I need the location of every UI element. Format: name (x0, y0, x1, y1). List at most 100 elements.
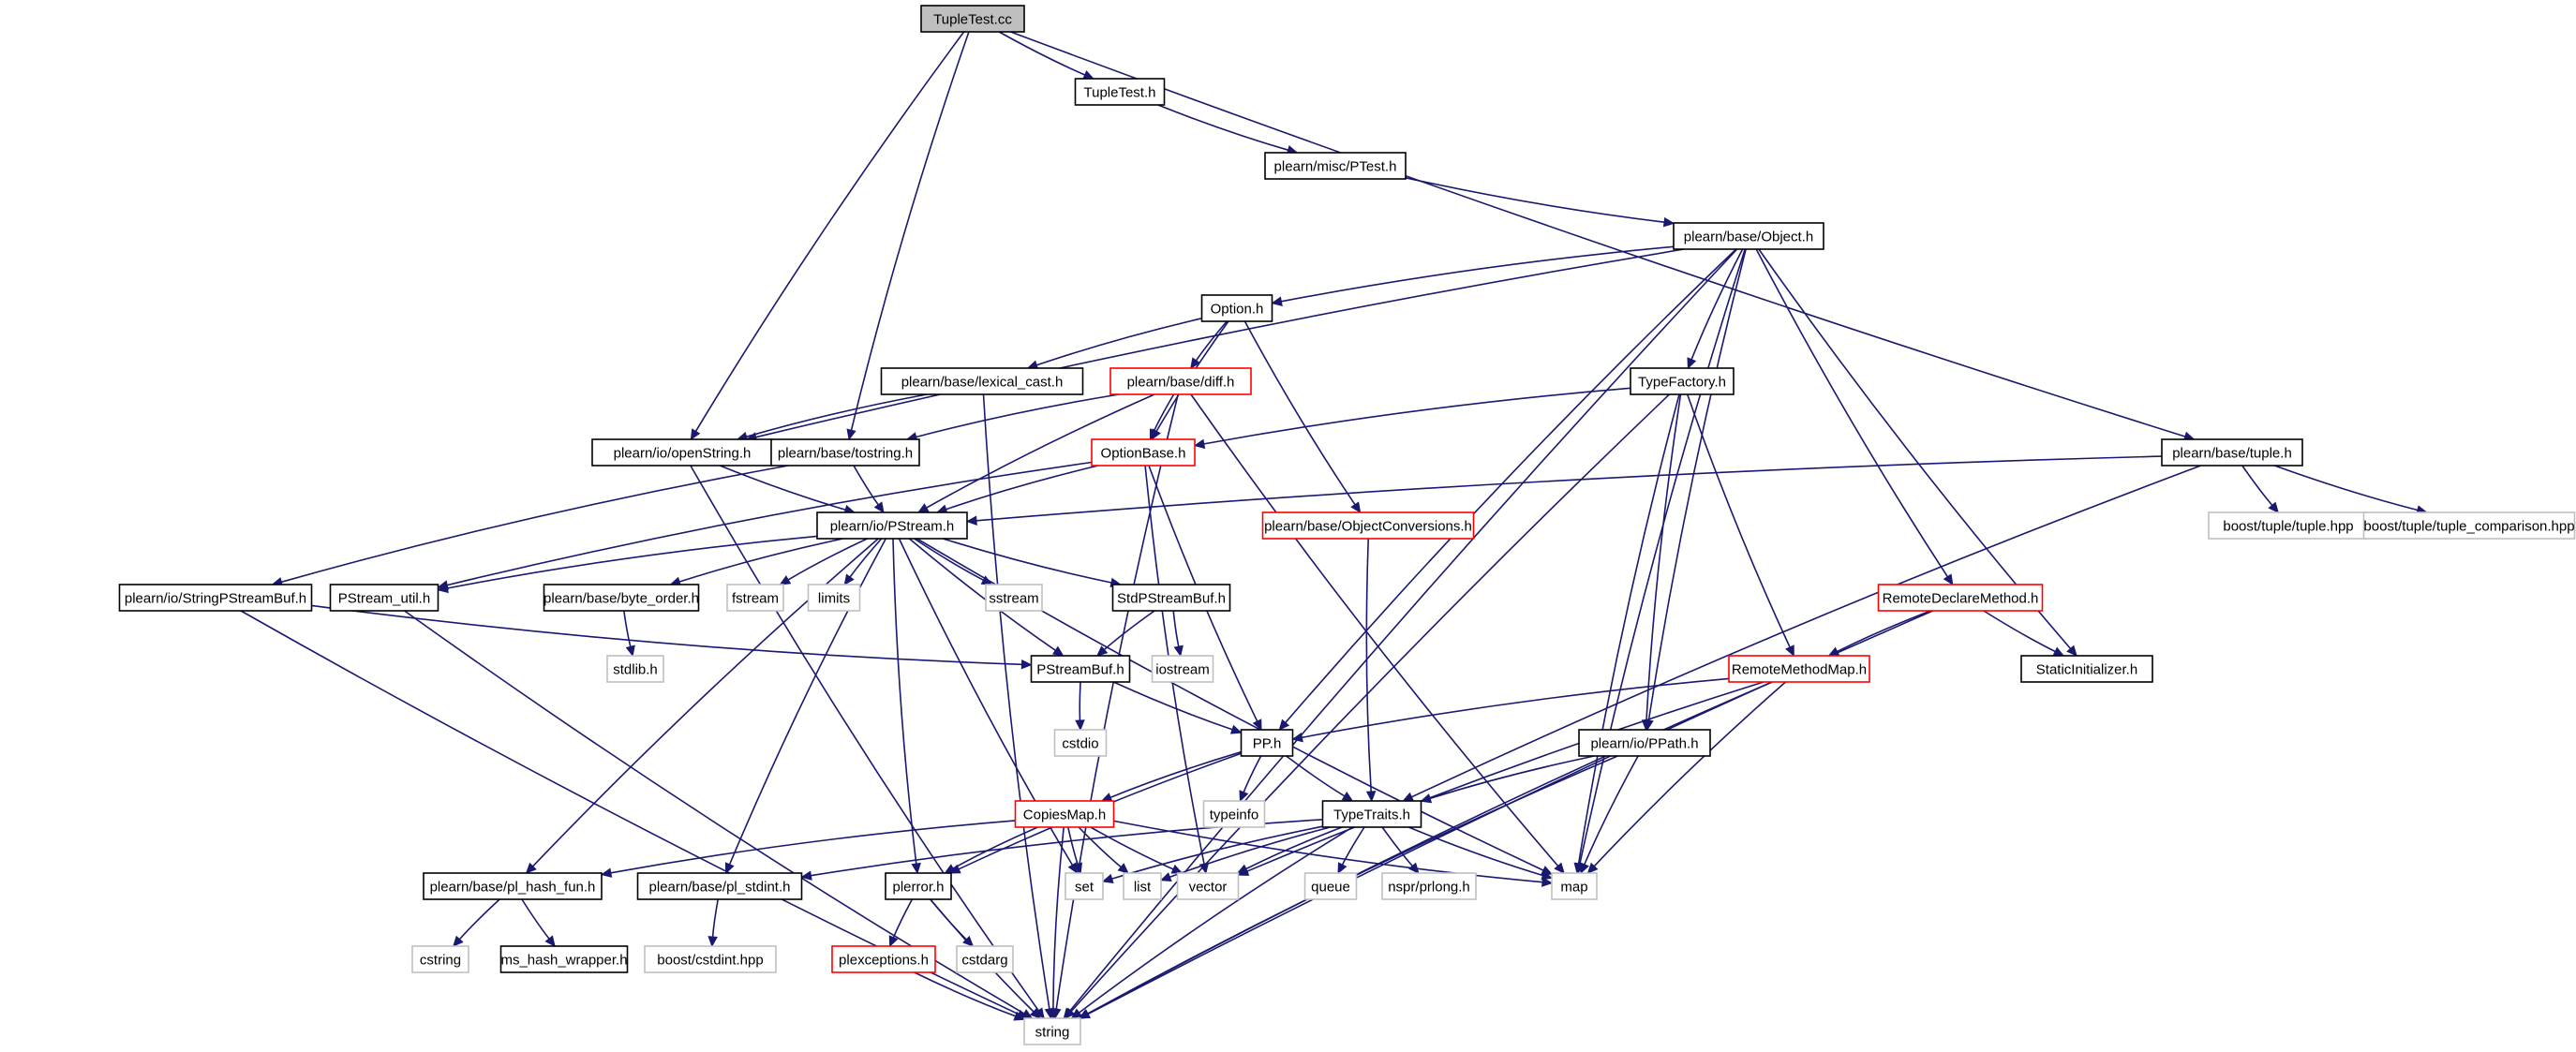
edge-arrowhead (1662, 216, 1675, 228)
edge-arrowhead (600, 867, 613, 878)
node-diff-h[interactable]: plearn/base/diff.h (1109, 367, 1252, 395)
node-box (1877, 584, 2044, 612)
node-lexical-cast-h[interactable]: plearn/base/lexical_cast.h (880, 367, 1084, 395)
include-edge-stdpstreambuf_h-to-pstreambuf_h (1095, 610, 1155, 657)
edge-line (746, 393, 928, 437)
node-object-h[interactable]: plearn/base/Object.h (1673, 222, 1824, 250)
node-openstring-h[interactable]: plearn/io/openString.h (591, 438, 773, 467)
node-byte-order-h[interactable]: plearn/base/byte_order.h (543, 584, 700, 612)
edge-arrowhead (916, 503, 930, 513)
node-option-h[interactable]: Option.h (1200, 294, 1273, 322)
node-pstream-h[interactable]: plearn/io/PStream.h (816, 511, 968, 540)
node-ptest-h[interactable]: plearn/misc/PTest.h (1264, 152, 1407, 180)
node-optionbase-h[interactable]: OptionBase.h (1091, 438, 1196, 467)
edge-arrowhead (1554, 862, 1565, 874)
edge-line (1195, 320, 1228, 362)
node-label: plearn/base/pl_stdint.h (649, 880, 791, 896)
include-edge-typetraits_h-to-list (1159, 826, 1331, 882)
node-label: plearn/base/pl_hash_fun.h (430, 880, 596, 896)
node-tostring-h[interactable]: plearn/base/tostring.h (770, 438, 920, 467)
node-tuple-h[interactable]: plearn/base/tuple.h (2161, 438, 2303, 467)
node-remotedeclaremethod-h[interactable]: RemoteDeclareMethod.h (1877, 584, 2044, 612)
edge-arrowhead (800, 870, 812, 881)
node-box (1014, 800, 1115, 828)
node-plexceptions-h[interactable]: plexceptions.h (831, 945, 936, 973)
include-edge-plexceptions_h-to-string (914, 971, 1026, 1021)
node-ms-hash-wrapper-h[interactable]: ms_hash_wrapper.h (499, 945, 629, 973)
edge-arrowhead (1785, 645, 1794, 658)
node-ppath-h[interactable]: plearn/io/PPath.h (1578, 729, 1711, 757)
node-plerror-h[interactable]: plerror.h (885, 872, 952, 900)
include-edge-tuple_h-to-boost_tuple_cmp_hpp (2274, 465, 2428, 515)
edge-line (1407, 826, 1543, 877)
node-pl-hash-fun-h[interactable]: plearn/base/pl_hash_fun.h (423, 872, 603, 900)
include-edge-optionbase_h-to-pstream_util_h (437, 461, 1093, 590)
edge-line (694, 31, 965, 432)
node-objectconversions-h[interactable]: plearn/base/ObjectConversions.h (1261, 511, 1475, 540)
include-edge-object_h-to-option_h (1271, 245, 1675, 306)
node-cstdarg: cstdarg (956, 945, 1014, 973)
node-staticinitializer-h[interactable]: StaticInitializer.h (2020, 655, 2153, 683)
edge-line (1429, 755, 1595, 800)
node-label: string (1035, 1025, 1070, 1041)
node-pp-h[interactable]: PP.h (1240, 729, 1294, 757)
edge-line (678, 538, 843, 583)
node-box (1053, 729, 1108, 757)
node-box (329, 584, 439, 612)
include-edge-pp_h-to-typetraits_h (1286, 755, 1354, 802)
node-box (1673, 222, 1824, 250)
node-box (1381, 872, 1477, 900)
edge-line (1243, 755, 1262, 793)
node-label: boost/tuple/tuple.hpp (2223, 519, 2353, 535)
node-pstream-util-h[interactable]: PStream_util.h (329, 584, 439, 612)
edge-line (1286, 755, 1346, 797)
include-edge-object_h-to-typefactory_h (1687, 248, 1744, 370)
include-edge-pstream_h-to-pl_stdint_h (724, 538, 887, 875)
edge-arrowhead (1100, 793, 1113, 802)
node-vector: vector (1176, 872, 1240, 900)
edge-line (1068, 248, 1738, 1012)
edge-arrowhead (944, 864, 957, 874)
node-typetraits-h[interactable]: TypeTraits.h (1321, 800, 1422, 828)
include-edge-lexical_cast_h-to-openstring_h (736, 393, 928, 442)
node-label: plearn/io/PPath.h (1590, 736, 1698, 752)
include-edge-pstream_h-to-byte_order_h (669, 538, 843, 586)
node-label: plearn/base/lexical_cast.h (901, 375, 1064, 391)
include-edge-typetraits_h-to-string (1070, 826, 1353, 1019)
include-edge-remotemethodmap_h-to-pp_h (1291, 677, 1730, 743)
include-edge-copiesmap_h-to-set (1067, 826, 1082, 875)
node-label: plerror.h (892, 880, 944, 896)
node-stringpstreambuf-h[interactable]: plearn/io/StringPStreamBuf.h (118, 584, 313, 612)
edge-line (1055, 393, 1179, 1010)
node-label: fstream (732, 591, 779, 607)
node-label: set (1075, 880, 1094, 896)
include-edge-object_h-to-openstring_h (745, 248, 1685, 442)
node-copiesmap-h[interactable]: CopiesMap.h (1014, 800, 1115, 828)
node-tupletest-cc[interactable]: TupleTest.cc (920, 5, 1025, 33)
node-box (1123, 872, 1162, 900)
include-edge-pp_h-to-copiesmap_h (1100, 750, 1242, 802)
edge-line (1983, 610, 2056, 653)
edge-line (1837, 610, 1931, 653)
include-edge-remotedeclaremethod_h-to-staticinitializer_h (1983, 610, 2065, 657)
include-edge-ppath_h-to-map (1580, 755, 1639, 875)
node-tupletest-h[interactable]: TupleTest.h (1074, 78, 1166, 106)
node-remotemethodmap-h[interactable]: RemoteMethodMap.h (1728, 655, 1870, 683)
node-box (1303, 872, 1358, 900)
include-edge-tuple_h-to-pstream_h (965, 455, 2163, 526)
node-stdpstreambuf-h[interactable]: StdPStreamBuf.h (1111, 584, 1231, 612)
node-box (423, 872, 603, 900)
edge-line (610, 820, 1016, 874)
node-set: set (1065, 872, 1104, 900)
node-typefactory-h[interactable]: TypeFactory.h (1630, 367, 1735, 395)
edge-arrowhead (1159, 872, 1172, 882)
include-edge-pstream_h-to-sstream (914, 538, 993, 585)
node-box (1202, 800, 1266, 828)
edge-line (926, 393, 1155, 509)
edge-arrowhead (1051, 645, 1065, 657)
edge-line (1078, 826, 1122, 868)
node-pstreambuf-h[interactable]: PStreamBuf.h (1030, 655, 1131, 683)
edge-line (1381, 826, 1413, 867)
node-pl-stdint-h[interactable]: plearn/base/pl_stdint.h (636, 872, 803, 900)
